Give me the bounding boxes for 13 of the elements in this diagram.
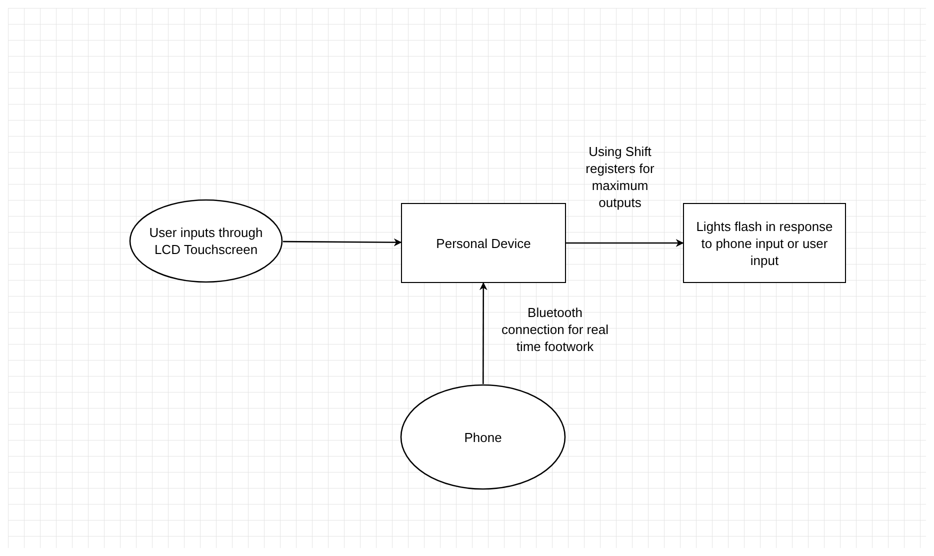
- node-text: Phone: [463, 428, 503, 446]
- ellipse-node: [129, 199, 283, 283]
- process-box: [401, 203, 566, 283]
- edge-label: Using Shift registers for maximum outputs: [584, 143, 656, 211]
- arrow: [566, 239, 684, 247]
- arrow: [283, 238, 402, 246]
- node-text: Lights flash in response to phone input or user input: [695, 218, 834, 268]
- process-box: [683, 203, 846, 283]
- edge-label: Bluetooth connection for real time footwork: [500, 304, 610, 355]
- node-text: User inputs through LCD Touchscreen: [148, 224, 264, 258]
- ellipse-node: [400, 384, 566, 490]
- node-text: Personal Device: [435, 234, 532, 252]
- arrow: [479, 282, 488, 384]
